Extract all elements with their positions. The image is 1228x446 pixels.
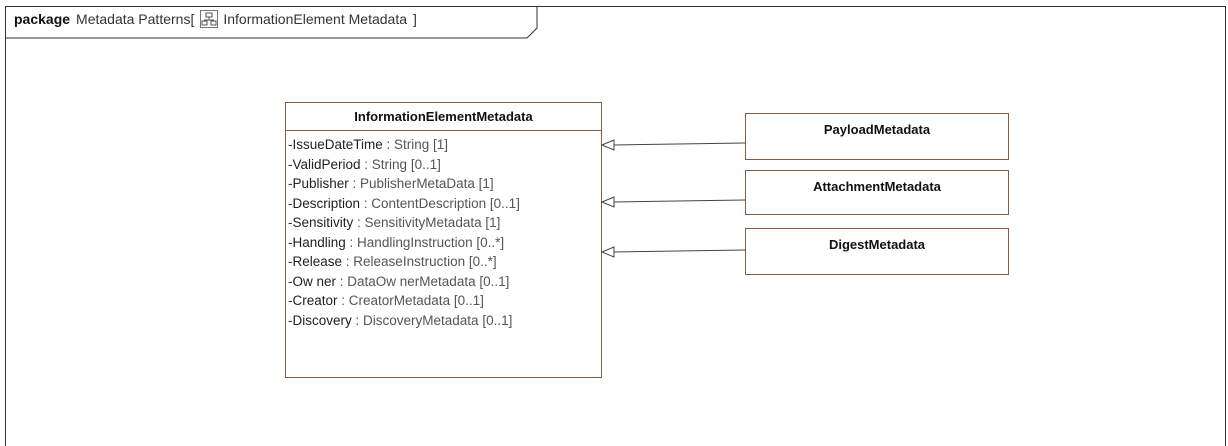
package-name: Metadata Patterns[ (76, 11, 195, 27)
class-diagram-icon (200, 10, 219, 28)
attribute-name: Description (292, 195, 361, 211)
attribute-row[interactable]: -Handling : HandlingInstruction [0..*] (288, 233, 601, 253)
attribute-row[interactable]: -Sensitivity : SensitivityMetadata [1] (288, 213, 601, 233)
close-bracket: ] (413, 11, 417, 27)
attribute-type: : HandlingInstruction [0..*] (345, 234, 505, 250)
attribute-name: Release (292, 254, 343, 269)
attribute-visibility: - (288, 195, 293, 211)
generalization-digest[interactable] (600, 246, 746, 258)
class-digest-metadata[interactable]: DigestMetadata (745, 228, 1009, 275)
generalization-arrowhead (600, 139, 615, 151)
attribute-type: : CreatorMetadata [0..1] (337, 293, 484, 308)
frame-name-tab (5, 6, 538, 39)
attribute-type: : PublisherMetaData [1] (348, 176, 494, 191)
attribute-row[interactable]: -ValidPeriod : String [0..1] (288, 155, 601, 175)
attribute-name: ValidPeriod (292, 156, 361, 172)
attribute-name: Ow ner (292, 273, 337, 289)
attribute-row[interactable]: -Ow ner : DataOw nerMetadata [0..1] (288, 272, 601, 292)
attribute-row[interactable]: -IssueDateTime : String [1] (288, 135, 601, 155)
generalization-payload[interactable] (600, 139, 746, 151)
class-attachment-metadata[interactable]: AttachmentMetadata (745, 170, 1009, 215)
attribute-type: : ContentDescription [0..1] (360, 195, 520, 211)
attribute-visibility: - (288, 312, 293, 328)
frame-header: package Metadata Patterns[ InformationEl… (14, 10, 417, 28)
attribute-row[interactable]: -Release : ReleaseInstruction [0..*] (288, 252, 601, 272)
generalization-arrowhead (600, 196, 615, 208)
class-name: AttachmentMetadata (813, 179, 941, 194)
attribute-visibility: - (288, 254, 293, 269)
attribute-type: : String [1] (382, 137, 449, 152)
attribute-row[interactable]: -Publisher : PublisherMetaData [1] (288, 174, 601, 194)
generalization-attachment[interactable] (600, 196, 746, 208)
attribute-type: : ReleaseInstruction [0..*] (342, 254, 497, 269)
generalization-edges (600, 139, 746, 258)
class-name: InformationElementMetadata (286, 103, 601, 131)
attribute-name: Sensitivity (292, 215, 354, 230)
attribute-name: IssueDateTime (292, 137, 383, 152)
attribute-name: Handling (292, 234, 346, 250)
attribute-type: : DiscoveryMetadata [0..1] (351, 312, 513, 328)
generalization-arrowhead (600, 246, 615, 258)
attribute-visibility: - (288, 176, 293, 191)
class-name: DigestMetadata (828, 237, 926, 252)
attribute-visibility: - (288, 156, 293, 172)
attribute-name: Creator (292, 293, 338, 308)
diagram-name: InformationElement Metadata (223, 11, 407, 27)
class-name: PayloadMetadata (823, 122, 931, 137)
diagram-frame (5, 6, 1226, 446)
attribute-name: Discovery (292, 312, 352, 328)
attribute-visibility: - (288, 273, 293, 289)
attribute-list: -IssueDateTime : String [1] -ValidPeriod… (286, 131, 601, 330)
attribute-type: : SensitivityMetadata [1] (353, 215, 501, 230)
attribute-row[interactable]: -Discovery : DiscoveryMetadata [0..1] (288, 311, 601, 331)
attribute-type: : DataOw nerMetadata [0..1] (336, 273, 510, 289)
attribute-visibility: - (288, 293, 293, 308)
attribute-visibility: - (288, 215, 293, 230)
class-payload-metadata[interactable]: PayloadMetadata (745, 113, 1009, 160)
package-keyword: package (14, 11, 71, 27)
attribute-type: : String [0..1] (360, 156, 441, 172)
attribute-row[interactable]: -Description : ContentDescription [0..1] (288, 194, 601, 214)
attribute-row[interactable]: -Creator : CreatorMetadata [0..1] (288, 291, 601, 311)
attribute-visibility: - (288, 234, 293, 250)
attribute-visibility: - (288, 137, 293, 152)
class-information-element-metadata[interactable]: InformationElementMetadata -IssueDateTim… (285, 102, 602, 378)
attribute-name: Publisher (292, 176, 349, 191)
